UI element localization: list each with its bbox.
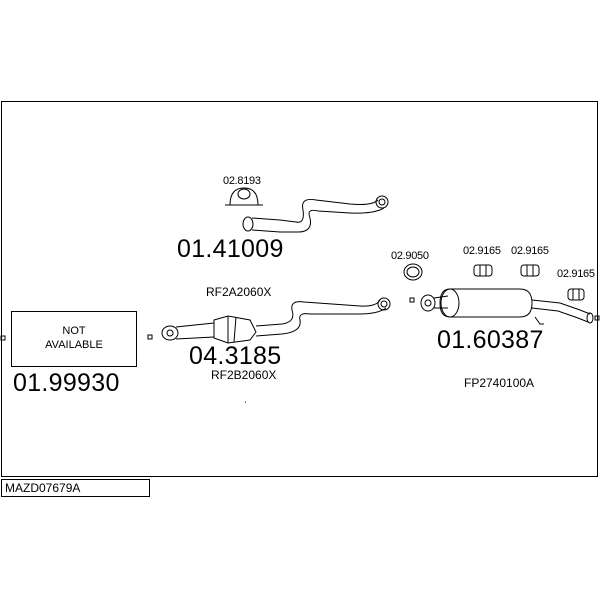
diagram-code: MAZD07679A bbox=[5, 481, 81, 495]
hanger-drawing-1 bbox=[473, 264, 493, 277]
hanger-drawing-3 bbox=[567, 288, 585, 301]
not-available-box: NOT AVAILABLE bbox=[11, 311, 137, 367]
not-available-line1: NOT bbox=[62, 325, 86, 337]
rear-silencer-part-number: 01.60387 bbox=[437, 326, 544, 354]
not-available-line2: AVAILABLE bbox=[45, 339, 103, 351]
upper-pipe-part-number: 01.41009 bbox=[177, 235, 284, 263]
hanger-ref-2: 02.9165 bbox=[511, 245, 549, 257]
clamp-drawing bbox=[225, 187, 263, 206]
front-pipe-connector-marker bbox=[147, 334, 153, 340]
hanger-ref-3: 02.9165 bbox=[557, 268, 595, 280]
frame-left-marker bbox=[0, 335, 6, 341]
middle-silencer-oem-ref: RF2B2060X bbox=[211, 368, 277, 382]
gasket-ref: 02.9050 bbox=[391, 250, 429, 262]
upper-pipe-drawing bbox=[242, 195, 389, 233]
hanger-drawing-2 bbox=[520, 264, 540, 277]
front-pipe-part-number: 01.99930 bbox=[13, 369, 120, 397]
gasket-drawing bbox=[403, 263, 423, 281]
rear-silencer-drawing bbox=[245, 288, 594, 403]
diagram-code-box: MAZD07679A bbox=[1, 479, 150, 497]
rear-silencer-oem-ref: FP2740100A bbox=[464, 376, 535, 390]
hanger-ref-1: 02.9165 bbox=[463, 245, 501, 257]
upper-pipe-oem-ref: RF2A2060X bbox=[206, 285, 272, 299]
clamp-ref: 02.8193 bbox=[223, 175, 261, 187]
rear-connector-marker bbox=[409, 297, 415, 303]
diagram-frame bbox=[1, 101, 598, 477]
frame-right-marker bbox=[594, 315, 600, 321]
middle-silencer-part-number: 04.3185 bbox=[189, 342, 282, 370]
middle-silencer-drawing bbox=[161, 297, 391, 344]
